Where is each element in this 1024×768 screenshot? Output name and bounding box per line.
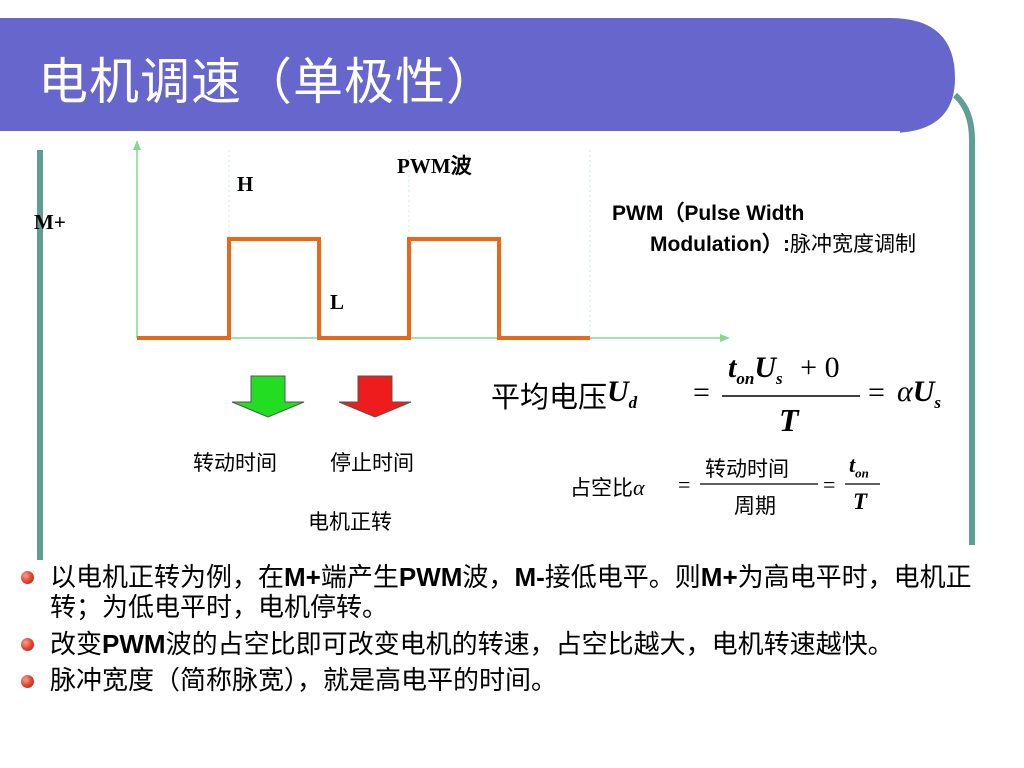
avg-numerator: tonUs + 0 <box>728 350 840 389</box>
bullet-text: 改变 <box>50 630 103 660</box>
bullet-bold: PWM <box>102 629 166 659</box>
bullet-text: 波， <box>462 563 515 593</box>
pwm-definition: PWM（Pulse Width Modulation）:脉冲宽度调制 <box>612 198 1022 260</box>
pwm-definition-line1: PWM（Pulse Width <box>612 202 805 225</box>
avg-eq-2: = <box>868 376 885 409</box>
duty-eq-2: = <box>823 472 836 497</box>
alpha-symbol: α <box>897 375 913 408</box>
rhs-u-var: U <box>912 375 935 408</box>
bullet-text: 脉冲宽度（简称脉宽），就是高电平的时间。 <box>50 666 558 696</box>
y-axis-arrow <box>133 140 141 150</box>
bullet-text: 接低电平。则 <box>544 563 701 593</box>
bullet-bold: M+ <box>284 562 321 592</box>
slide-title: 电机调速（单极性） <box>38 53 497 111</box>
avg-voltage-lhs: Ud <box>607 374 637 413</box>
pwm-definition-line2a: Modulation）: <box>650 233 790 256</box>
ud-sub: d <box>628 393 638 412</box>
bullet-text: 为高电平时，电机正转；为低电平时，电机停转。 <box>50 563 972 623</box>
pwm-definition-line2b: 脉冲宽度调制 <box>789 232 916 256</box>
title-banner <box>0 18 955 135</box>
plus-zero: + 0 <box>800 351 840 384</box>
forward-rotation-label: 电机正转 <box>308 510 392 534</box>
duty-period-t: T <box>853 489 868 514</box>
stop-time-label: 停止时间 <box>330 451 414 475</box>
duty-alpha: α <box>633 475 645 500</box>
rhs-u-sub: s <box>934 393 942 412</box>
stop-time-arrow <box>338 375 412 418</box>
bullet-dot-icon <box>21 675 34 688</box>
bullet-dot-icon <box>21 638 34 651</box>
bullet-bold: M+ <box>700 562 738 592</box>
bullet-text: 端产生 <box>320 563 399 593</box>
avg-denominator: T <box>779 402 799 438</box>
high-level-label: H <box>237 172 254 196</box>
us-sub: s <box>775 369 783 388</box>
duty-denominator: 周期 <box>734 494 776 518</box>
duty-eq-1: = <box>678 472 691 497</box>
bullet-bold: PWM <box>398 562 463 592</box>
ton-sub: on <box>736 369 755 388</box>
duty-ton-var: t <box>849 452 856 477</box>
ton-var: t <box>728 351 737 384</box>
bullet-item: 脉冲宽度（简称脉宽），就是高电平的时间。 <box>18 666 1008 696</box>
ud-var: U <box>607 375 629 408</box>
bullet-bold: M- <box>514 562 545 592</box>
duty-cycle-label: 占空比α <box>570 472 645 502</box>
bullet-dot-icon <box>21 571 34 584</box>
bullet-list: 以电机正转为例，在M+端产生PWM波，M-接低电平。则M+为高电平时，电机正转；… <box>18 562 1008 702</box>
bullet-text: 波的占空比即可改变电机的转速，占空比越大，电机转速越快。 <box>165 630 894 660</box>
low-level-label: L <box>330 290 345 314</box>
us-var: U <box>754 351 776 384</box>
bullet-text: 以电机正转为例，在 <box>50 563 285 593</box>
avg-voltage-label: 平均电压 <box>491 380 608 414</box>
duty-label-text: 占空比 <box>570 476 633 500</box>
duty-ton: ton <box>849 452 869 481</box>
run-time-label: 转动时间 <box>193 451 277 475</box>
pwm-definition-line2: Modulation）:脉冲宽度调制 <box>612 229 1022 260</box>
m-plus-label: M+ <box>34 210 66 234</box>
bullet-item: 改变PWM波的占空比即可改变电机的转速，占空比越大，电机转速越快。 <box>18 629 1008 660</box>
bullet-item: 以电机正转为例，在M+端产生PWM波，M-接低电平。则M+为高电平时，电机正转；… <box>18 562 1008 623</box>
frame-line <box>952 92 975 545</box>
avg-eq-1: = <box>693 376 710 409</box>
run-time-arrow <box>231 375 305 418</box>
x-axis-arrow <box>720 334 730 342</box>
avg-rhs: αUs <box>897 374 941 413</box>
duty-ton-sub: on <box>855 465 869 481</box>
duty-numerator: 转动时间 <box>705 457 789 481</box>
pwm-wave <box>137 237 590 340</box>
pwm-wave-label: PWM波 <box>397 154 472 178</box>
